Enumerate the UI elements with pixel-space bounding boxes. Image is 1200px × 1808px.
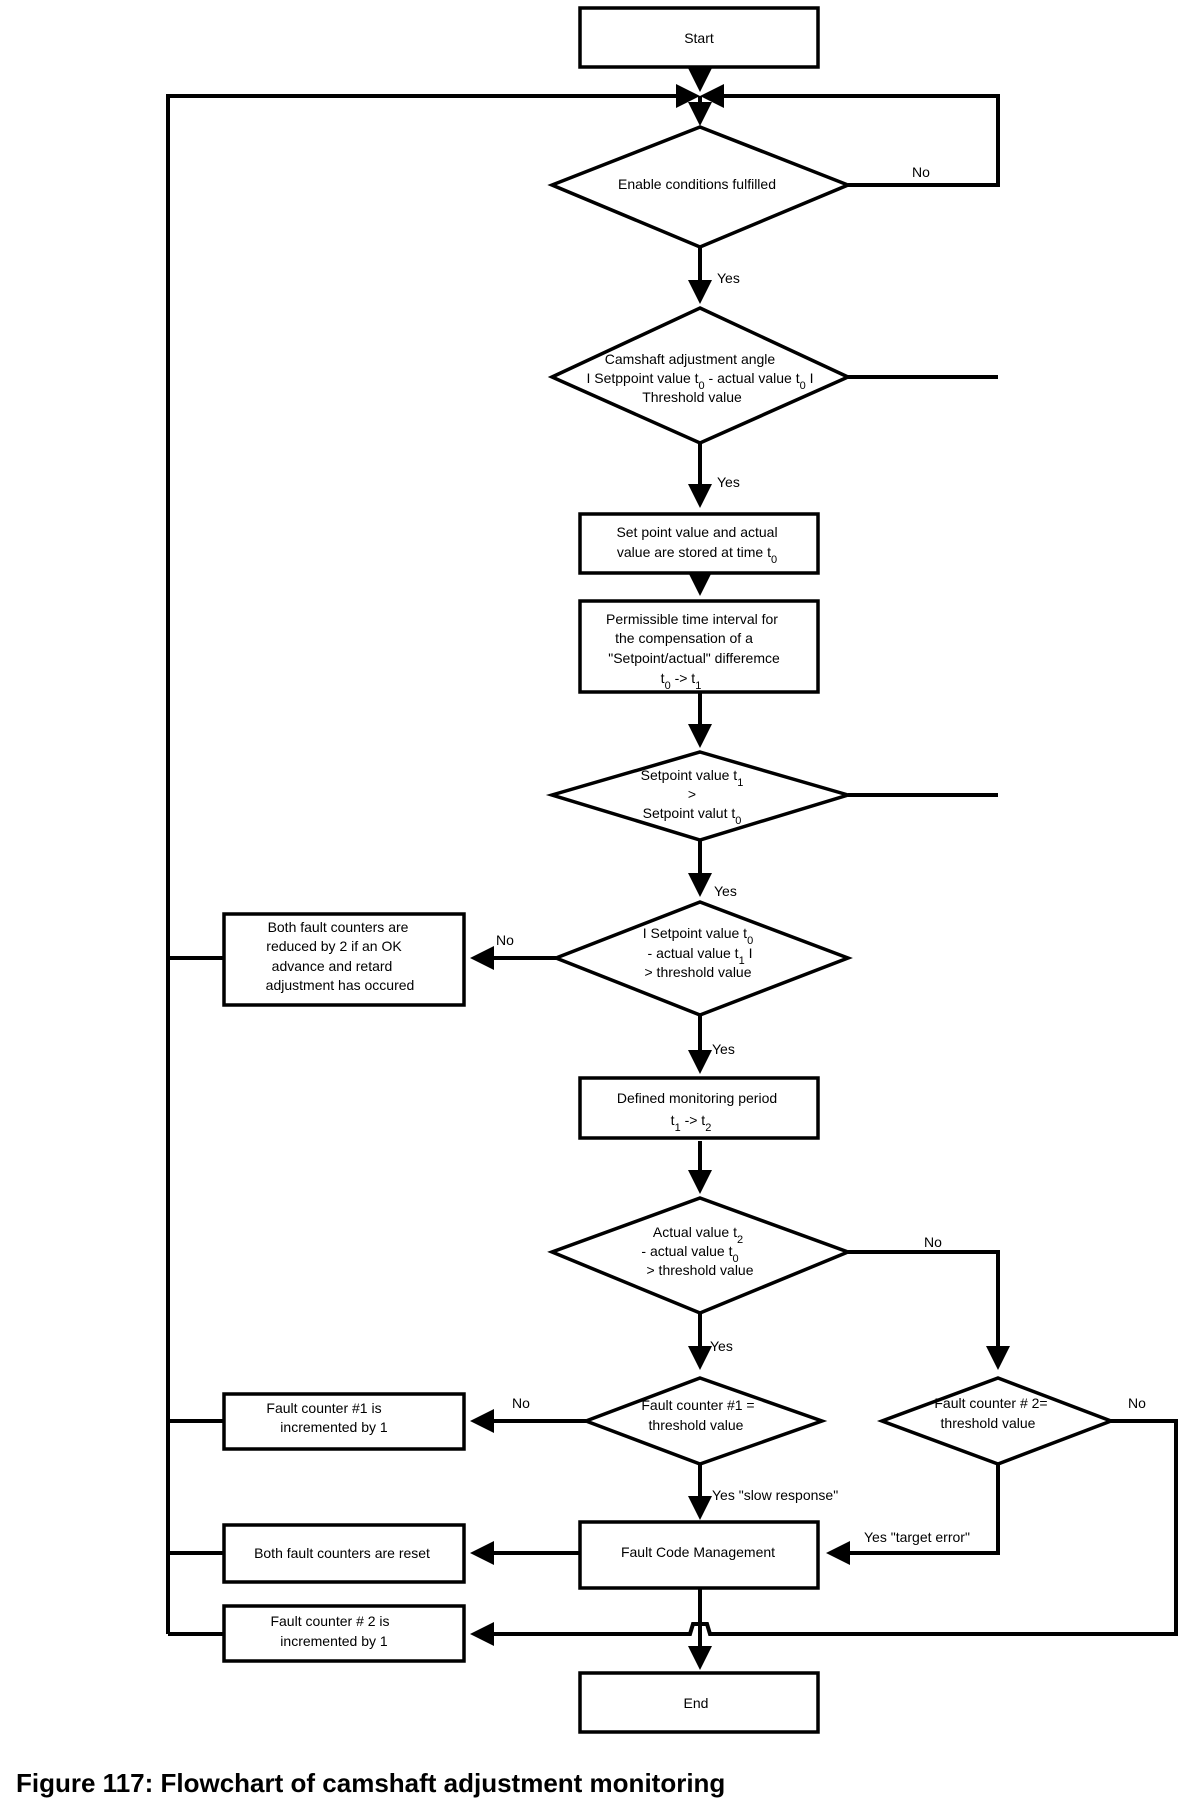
interval-line4: t0 -> t1 [661, 670, 702, 692]
label-enable-no: No [912, 164, 930, 180]
node-fc1-threshold: Fault counter #1 = threshold value [581, 1376, 828, 1466]
reduced-line1: Both fault counters are [268, 919, 409, 935]
label-absdiff-no: No [496, 932, 514, 948]
figure-caption: Figure 117: Flowchart of camshaft adjust… [16, 1768, 726, 1798]
label-absdiff-yes: Yes [712, 1041, 735, 1057]
fc2-threshold-line2: threshold value [941, 1415, 1036, 1431]
fc2-increment-line1: Fault counter # 2 is [270, 1613, 389, 1629]
label-actual-yes: Yes [710, 1338, 733, 1354]
node-values-stored: Set point value and actual value are sto… [578, 512, 820, 575]
label-setpoint-yes: Yes [714, 883, 737, 899]
stored-line1: Set point value and actual [616, 524, 777, 540]
reduced-line3: advance and retard [272, 958, 393, 974]
fc1-threshold-line1: Fault counter #1 = [641, 1397, 754, 1413]
node-fault-code-management: Fault Code Management [578, 1520, 820, 1590]
fc2-threshold-line1: Fault counter # 2= [934, 1395, 1047, 1411]
start-label: Start [684, 30, 714, 46]
actual-line2: - actual value t0 [641, 1243, 738, 1265]
edge-fc2-no [470, 1419, 1178, 1646]
connectors [166, 67, 1178, 1670]
edge-actual-no [848, 1250, 1010, 1370]
node-time-interval: Permissible time interval for the compen… [578, 599, 820, 694]
absdiff-line2: - actual value t1 I [648, 945, 753, 967]
label-actual-no: No [924, 1234, 942, 1250]
edge-left-return [166, 84, 700, 1634]
camshaft-line2: I Setppoint value t0 - actual value t0 I [586, 370, 813, 392]
enable-label: Enable conditions fulfilled [618, 176, 776, 192]
node-camshaft-angle: Camshaft adjustment angle I Setppoint va… [547, 306, 853, 445]
interval-line2: the compensation of a [615, 630, 753, 646]
end-label: End [684, 1695, 709, 1711]
edge-enable-no-loop [700, 84, 1000, 187]
monitoring-line2: t1 -> t2 [671, 1112, 712, 1134]
node-setpoint-compare: Setpoint value t1 > Setpoint valut t0 [545, 750, 855, 842]
setpoint-line2: > [688, 786, 696, 802]
reset-label: Both fault counters are reset [254, 1545, 430, 1561]
monitoring-line1: Defined monitoring period [617, 1090, 777, 1106]
fcm-label: Fault Code Management [621, 1544, 775, 1560]
node-abs-difference: I Setpoint value t0 - actual value t1 I … [551, 900, 853, 1017]
node-fc2-threshold: Fault counter # 2= threshold value [876, 1376, 1116, 1466]
label-camshaft-yes: Yes [717, 474, 740, 490]
camshaft-line3: Threshold value [642, 389, 742, 405]
reduced-line4: adjustment has occured [266, 977, 415, 993]
fc2-increment-line2: incremented by 1 [280, 1633, 388, 1649]
camshaft-line1: Camshaft adjustment angle [605, 351, 776, 367]
interval-line3: "Setpoint/actual" differemce [608, 650, 780, 666]
node-end: End [578, 1671, 820, 1734]
interval-line1: Permissible time interval for [606, 611, 778, 627]
node-fc2-increment: Fault counter # 2 is incremented by 1 [222, 1604, 466, 1663]
label-fc1-no: No [512, 1395, 530, 1411]
label-fc2-yes-target: Yes "target error" [864, 1529, 970, 1545]
node-actual-difference: Actual value t2 - actual value t0 > thre… [547, 1196, 853, 1315]
setpoint-line3: Setpoint valut t0 [643, 805, 742, 827]
node-fc1-increment: Fault counter #1 is incremented by 1 [222, 1392, 466, 1451]
absdiff-line3: > threshold value [644, 964, 751, 980]
fc1-increment-line2: incremented by 1 [280, 1419, 388, 1435]
node-start: Start [578, 6, 820, 69]
setpoint-line1: Setpoint value t1 [641, 767, 744, 789]
node-enable-conditions: Enable conditions fulfilled [547, 125, 853, 249]
edge-fc2-yes [826, 1464, 1000, 1565]
fc1-threshold-line2: threshold value [649, 1417, 744, 1433]
actual-line1: Actual value t2 [653, 1224, 743, 1246]
label-fc1-yes-slow: Yes "slow response" [712, 1487, 838, 1503]
absdiff-line1: I Setpoint value t0 [643, 925, 753, 947]
edge-labels: No Yes Yes Yes No Yes No Yes No No Yes "… [496, 164, 1146, 1545]
actual-line3: > threshold value [646, 1262, 753, 1278]
stored-line2: value are stored at time t0 [617, 544, 777, 566]
node-counters-reduced: Both fault counters are reduced by 2 if … [222, 912, 466, 1007]
node-monitoring-period: Defined monitoring period t1 -> t2 [578, 1076, 820, 1140]
label-fc2-no: No [1128, 1395, 1146, 1411]
fc1-increment-line1: Fault counter #1 is [266, 1400, 381, 1416]
label-enable-yes: Yes [717, 270, 740, 286]
reduced-line2: reduced by 2 if an OK [266, 938, 402, 954]
node-counters-reset: Both fault counters are reset [222, 1523, 466, 1584]
